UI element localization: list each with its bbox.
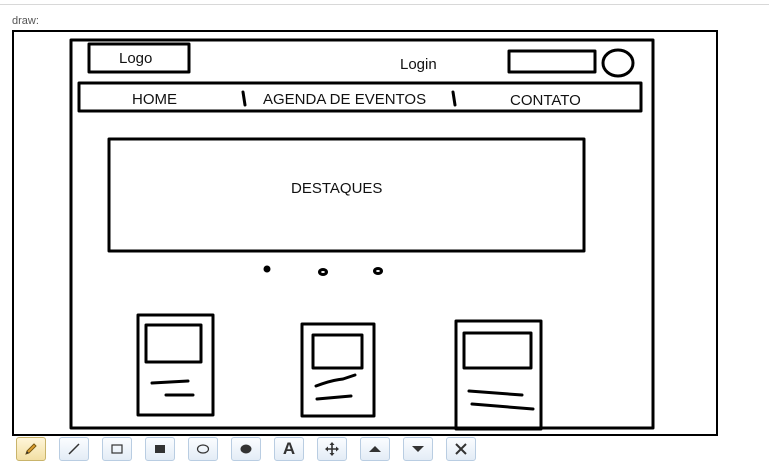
banner-text: DESTAQUES (291, 180, 382, 197)
rectangle-tool-button[interactable] (102, 437, 132, 461)
nav-bar (77, 81, 643, 113)
page-frame (69, 38, 655, 430)
draw-label: draw: (12, 15, 39, 27)
nav-separator-1 (241, 90, 247, 107)
text-tool-button[interactable]: A (274, 437, 304, 461)
carousel-dot-2 (318, 268, 328, 276)
card-3-text-line-2 (470, 402, 535, 411)
card-2-image (311, 333, 364, 370)
filled-rectangle-tool-button[interactable] (145, 437, 175, 461)
nav-separator-2 (451, 90, 457, 107)
login-button-sketch (601, 48, 635, 78)
carousel-dot-1 (263, 265, 271, 273)
bring-up-button[interactable] (360, 437, 390, 461)
banner-box (107, 137, 586, 253)
card-1-text-line-1 (150, 379, 190, 385)
filled-ellipse-icon (240, 444, 252, 454)
logo-text: Logo (119, 50, 152, 67)
logo-box (87, 42, 191, 74)
text-icon: A (282, 439, 296, 458)
filled-ellipse-tool-button[interactable] (231, 437, 261, 461)
card-2-text-line-2 (315, 394, 353, 401)
send-down-button[interactable] (403, 437, 433, 461)
drawing-canvas[interactable]: Logo Login HOME AGENDA DE EVENTOS CONTAT… (12, 30, 718, 436)
card-2-text-line-1 (314, 373, 357, 388)
top-divider (0, 4, 769, 5)
move-tool-button[interactable] (317, 437, 347, 461)
line-icon (68, 443, 80, 455)
card-2 (300, 322, 376, 418)
carousel-dot-3 (373, 267, 383, 275)
clear-button[interactable] (446, 437, 476, 461)
pencil-icon (25, 443, 37, 455)
move-icon (325, 442, 339, 456)
card-1 (136, 313, 215, 417)
filled-rectangle-icon (155, 445, 165, 453)
nav-home: HOME (132, 91, 177, 108)
login-field-sketch (507, 49, 597, 74)
card-3 (454, 319, 543, 431)
clear-icon (455, 443, 467, 455)
nav-agenda: AGENDA DE EVENTOS (263, 91, 426, 108)
card-1-image (144, 323, 203, 364)
login-text: Login (400, 56, 437, 73)
send-down-icon (412, 446, 424, 452)
card-3-image (462, 331, 533, 370)
bring-up-icon (369, 446, 381, 452)
card-3-text-line-1 (467, 389, 524, 397)
nav-contato: CONTATO (510, 92, 581, 109)
ellipse-tool-button[interactable] (188, 437, 218, 461)
pencil-tool-button[interactable] (16, 437, 46, 461)
line-tool-button[interactable] (59, 437, 89, 461)
rectangle-icon (111, 444, 123, 454)
ellipse-icon (196, 444, 210, 454)
